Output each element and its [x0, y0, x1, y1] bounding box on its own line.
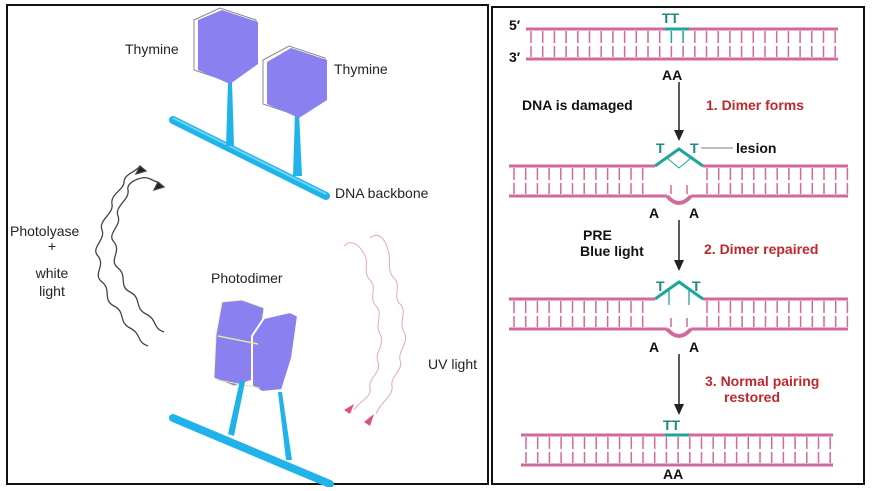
adenine-bulge	[665, 194, 693, 205]
dna-repair-steps-panel: 5′ 3′ TT AA DNA is damaged 1. Dimer form…	[491, 6, 865, 485]
a-left-2: A	[649, 339, 659, 355]
aa-top-label: AA	[662, 67, 682, 83]
a-left-1: A	[649, 205, 659, 221]
photoreactivation-3d-illustration: Thymine Thymine DNA backbone Photolyase …	[10, 7, 477, 487]
photodimer-label: Photodimer	[211, 270, 283, 286]
photoreactivation-3d-panel: Thymine Thymine DNA backbone Photolyase …	[6, 4, 489, 487]
tt-top-label: TT	[662, 10, 680, 26]
dna-intact-top	[526, 27, 838, 61]
dna-dimer-repaired	[509, 280, 849, 338]
uv-light-label: UV light	[428, 356, 477, 372]
arrow-down-3-icon	[674, 354, 684, 415]
step-3-label-line2: restored	[724, 389, 780, 405]
thymine-2-linker	[293, 112, 302, 176]
light-label: light	[39, 283, 65, 299]
lesion-label: lesion	[736, 140, 776, 156]
step-2-label: 2. Dimer repaired	[704, 241, 818, 257]
step-1-label: 1. Dimer forms	[706, 97, 804, 113]
aa-bottom-label: AA	[663, 466, 683, 482]
t-left-1: T	[656, 140, 665, 156]
thymine-1-base	[193, 7, 258, 84]
t-right-1: T	[690, 140, 699, 156]
uv-arrowhead-2	[364, 414, 374, 426]
dna-damaged-label: DNA is damaged	[522, 97, 633, 113]
tt-bottom-label: TT	[663, 417, 681, 433]
thymine-2-base	[262, 45, 327, 118]
photodimer-linker-1	[228, 380, 245, 436]
dna-backbone-label: DNA backbone	[335, 185, 429, 201]
a-right-2: A	[689, 339, 699, 355]
thymine-2-label: Thymine	[334, 61, 388, 77]
thymine-1-linker	[226, 82, 234, 146]
thymine-kink	[654, 280, 704, 301]
uv-light-wave-icon	[343, 234, 407, 415]
cyclobutane-bond	[666, 157, 692, 169]
arrow-down-2-icon	[674, 220, 684, 271]
t-left-2: T	[656, 278, 665, 294]
dna-with-dimer	[509, 147, 849, 205]
dna-backbone-top	[169, 116, 330, 200]
photodimer-base	[213, 299, 300, 394]
step-3-label-line1: 3. Normal pairing	[705, 373, 819, 389]
arrow-down-1-icon	[674, 82, 684, 141]
white-label: white	[35, 265, 69, 281]
pre-label: PRE	[583, 227, 612, 243]
t-right-2: T	[692, 278, 701, 294]
a-right-1: A	[689, 205, 699, 221]
dna-intact-bottom	[521, 433, 833, 467]
photodimer-linker-2	[278, 392, 292, 460]
white-light-wave-icon	[95, 164, 166, 347]
thymine-kink	[654, 147, 704, 168]
dna-repair-steps-illustration: 5′ 3′ TT AA DNA is damaged 1. Dimer form…	[509, 10, 849, 482]
five-prime-label: 5′	[509, 17, 521, 33]
plus-label: +	[48, 238, 56, 254]
adenine-bulge	[665, 327, 693, 338]
dna-backbone-bottom	[169, 414, 334, 487]
uv-arrowhead-1	[344, 404, 354, 414]
three-prime-label: 3′	[509, 49, 521, 65]
blue-light-label: Blue light	[580, 243, 644, 259]
photolyase-label: Photolyase	[10, 223, 79, 239]
thymine-1-label: Thymine	[125, 41, 179, 57]
